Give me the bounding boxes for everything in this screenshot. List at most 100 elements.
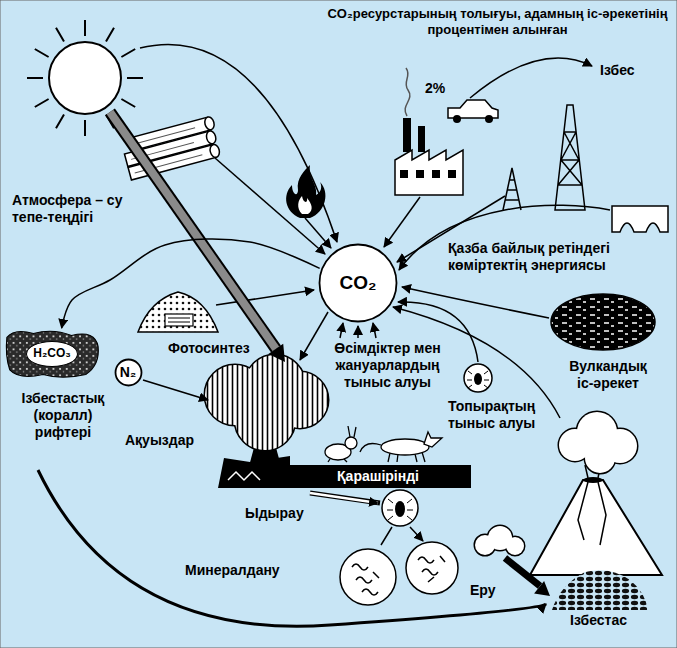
car	[448, 100, 498, 123]
reef-blob: H₂CO₃	[5, 328, 100, 380]
label-text: Топырақтың тыныс алуы	[448, 398, 558, 432]
humus-band: Қарашірінді	[286, 465, 471, 488]
volcano	[530, 412, 662, 575]
fox	[424, 432, 442, 447]
respiration-arrows	[373, 323, 376, 338]
volcano	[559, 412, 637, 473]
rabbit	[325, 426, 357, 462]
dissolution	[505, 558, 540, 586]
oil-derrick	[555, 105, 585, 210]
volcano	[585, 443, 615, 473]
dissolution	[475, 526, 524, 555]
flow-arrow-art	[143, 380, 208, 400]
respiration-arrows	[357, 326, 359, 338]
fire	[298, 196, 311, 214]
decomposer	[382, 490, 418, 526]
node-text: CO₂	[340, 272, 377, 294]
volcano	[578, 465, 606, 545]
tree	[228, 472, 260, 480]
dissolution	[475, 526, 524, 555]
respiration-arrows	[340, 323, 376, 338]
oil-derrick	[503, 105, 585, 210]
respiration-arrows	[340, 323, 343, 338]
factory	[403, 118, 411, 152]
label-text: 2%	[425, 80, 445, 97]
label-text: Қазба байлық ретіндегі көміртектің энерг…	[448, 240, 658, 274]
sunlight-beam	[110, 112, 285, 362]
fox	[360, 432, 442, 462]
logs	[205, 130, 217, 145]
flow-arrow-art	[300, 312, 328, 360]
node-text: H₂CO₃	[26, 341, 78, 367]
dissolution	[534, 581, 550, 596]
volcano	[559, 412, 637, 473]
label-text: Еру	[470, 582, 496, 599]
flow-arrow-art	[402, 287, 549, 318]
soil-organism	[464, 364, 492, 392]
decomposer	[387, 499, 413, 520]
mineral-circles	[340, 549, 396, 605]
mineral-circles	[352, 556, 445, 595]
decomposer	[310, 490, 423, 545]
coal-mound	[138, 292, 218, 332]
label-text: Ыдырау	[245, 505, 304, 522]
label-text: Ізбес	[600, 62, 635, 79]
circle-shape	[320, 245, 397, 322]
node-text: N₂	[120, 364, 136, 380]
gas-circle: CO₂	[318, 243, 398, 323]
volcano	[585, 443, 615, 473]
soil-organism	[474, 373, 482, 385]
sunlight-beam	[110, 112, 276, 349]
label-text: Фотосинтез	[168, 340, 250, 357]
mineral-circles	[340, 542, 458, 605]
factory	[418, 126, 425, 152]
fox	[381, 439, 429, 455]
factory	[395, 68, 463, 195]
limestone-pile	[552, 570, 648, 610]
sunlight-beam	[268, 344, 285, 362]
coal-mound	[165, 314, 193, 326]
label-text: Минералдану	[185, 562, 280, 579]
label-text: Атмосфера – су тепе-теңдігі	[12, 192, 150, 226]
band-shape	[286, 465, 471, 488]
diagram-title: CO₂ресурстарының толығуы, адамның іс-әре…	[325, 6, 670, 37]
volcano	[583, 477, 603, 483]
tree	[218, 456, 290, 488]
label-text: Ізбестас	[570, 612, 627, 629]
label-text: Өсімдіктер мен жануарлардың тыныс алуы	[325, 340, 450, 390]
sun	[27, 20, 143, 136]
blob-shape	[6, 331, 98, 377]
sun	[27, 20, 143, 136]
flow-arrow-art	[305, 218, 331, 248]
tree	[195, 345, 335, 455]
rabbit	[345, 437, 357, 449]
coal-mound	[168, 318, 190, 322]
volcano	[530, 480, 662, 575]
flow-arrow	[62, 239, 320, 328]
logs	[203, 116, 215, 131]
factory	[405, 68, 410, 116]
gas-circle: N₂	[114, 358, 143, 387]
factory	[400, 170, 456, 178]
decomposer	[381, 527, 423, 545]
flow-arc	[38, 470, 546, 626]
fire	[286, 165, 325, 218]
coal-mound	[138, 292, 218, 332]
label-text: Вулкандық іс-әрекет	[562, 358, 654, 392]
oil-derrick	[503, 168, 521, 210]
soil-organism	[464, 364, 492, 392]
factory	[395, 150, 463, 195]
car	[485, 115, 493, 123]
lime-bridge	[612, 206, 668, 232]
label-text: Ақуыздар	[125, 432, 194, 449]
flow-arrow-art	[384, 197, 420, 247]
decomposer	[395, 501, 405, 517]
node-text: Қарашірінді	[337, 468, 419, 484]
label-text: Ізбестастық (коралл) рифтері	[8, 390, 118, 440]
dissolution	[506, 537, 524, 555]
